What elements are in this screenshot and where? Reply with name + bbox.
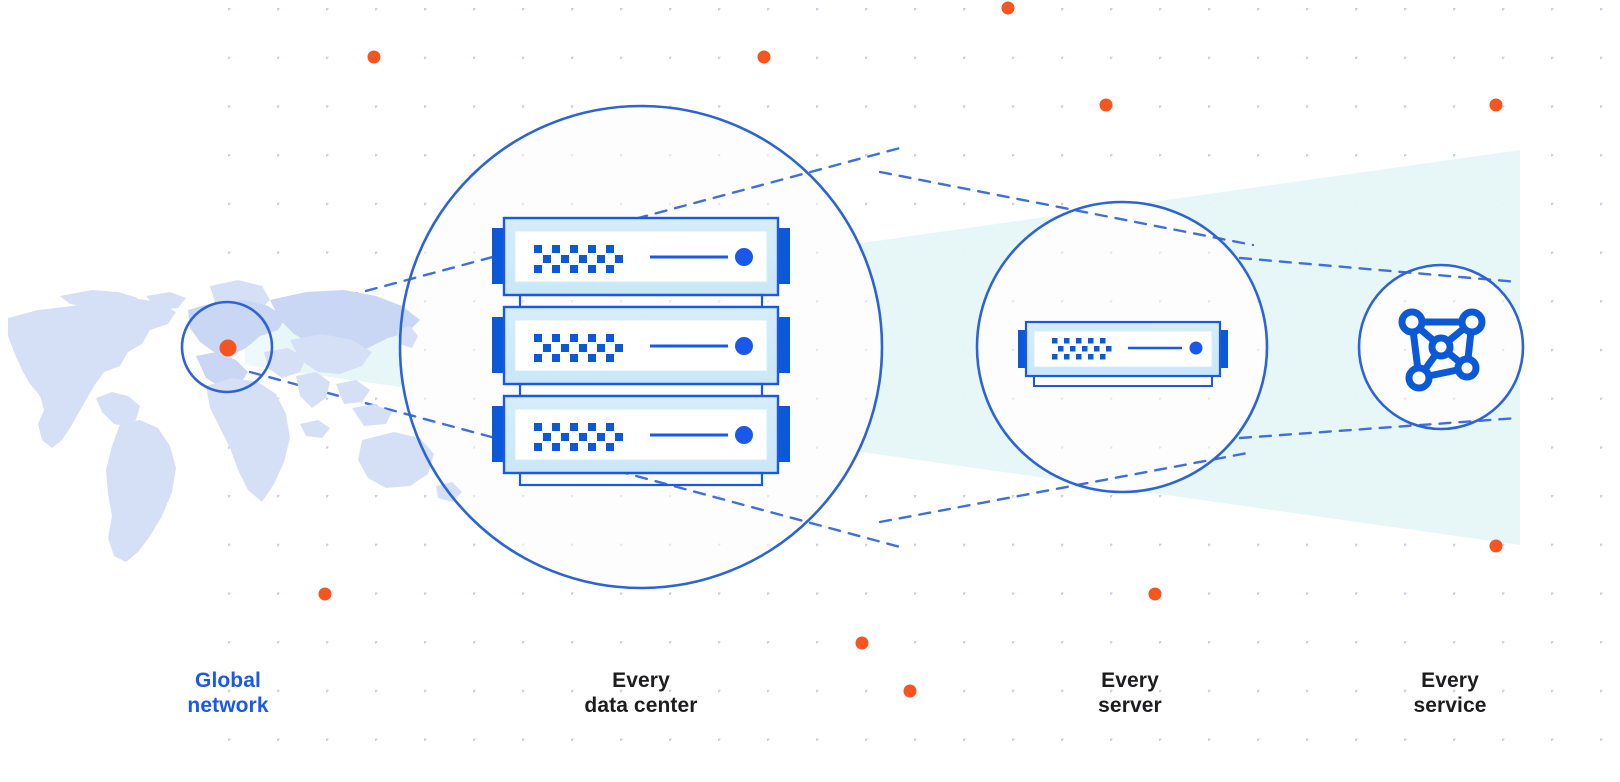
single-server-illustration — [1018, 320, 1228, 387]
orange-dot — [1489, 539, 1503, 553]
rack-unit-2 — [492, 305, 790, 398]
orange-accent-dots — [318, 1, 1503, 698]
rack-unit-3 — [492, 394, 790, 487]
orange-dot — [1001, 1, 1015, 15]
dashed-line-server-to-service-bottom — [1238, 416, 1520, 440]
global-network-focus — [180, 300, 274, 394]
dashed-line-dc-to-server-bottom — [878, 450, 1255, 524]
server-rack-illustration — [492, 216, 790, 487]
location-marker-dot — [219, 339, 237, 357]
stage-label-data-center: Every data center — [584, 669, 698, 717]
orange-dot — [318, 587, 332, 601]
orange-dot — [757, 50, 771, 64]
stage-label-service: Every service — [1413, 669, 1487, 717]
orange-dot — [1099, 98, 1113, 112]
dot-grid-inside-circles — [400, 106, 1523, 588]
stage-label-global-network: Global network — [187, 669, 269, 717]
data-center-circle — [398, 104, 884, 590]
orange-dot — [903, 684, 917, 698]
service-circle — [1357, 263, 1525, 431]
dashed-line-dc-to-server-top — [878, 170, 1255, 247]
server-circle — [975, 200, 1269, 494]
orange-dot — [1489, 98, 1503, 112]
world-map — [8, 280, 462, 562]
orange-dot — [367, 50, 381, 64]
stage-label-server: Every server — [1098, 669, 1162, 717]
dashed-line-server-to-service-top — [1238, 256, 1520, 284]
network-nodes-icon — [1398, 308, 1486, 392]
orange-dot — [855, 636, 869, 650]
orange-dot — [1148, 587, 1162, 601]
rack-unit-1 — [492, 216, 790, 309]
